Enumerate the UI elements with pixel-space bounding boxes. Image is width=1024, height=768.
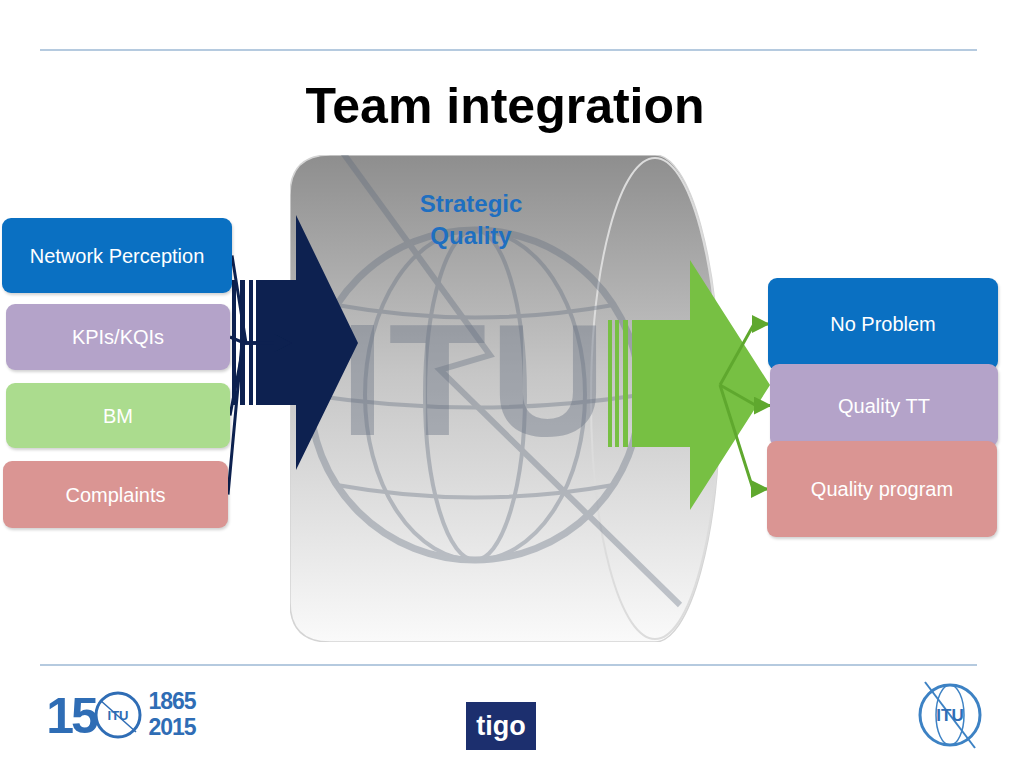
flow-connector — [720, 385, 770, 406]
flow-connector — [230, 343, 290, 416]
node-body: KPIs/KQIs — [64, 321, 172, 353]
logo-text: ITU — [98, 706, 138, 724]
box-label: KPIs/KQIs — [72, 325, 164, 349]
output-box: No Problem — [768, 278, 998, 370]
box-label: Network Perception — [30, 244, 205, 268]
flow-connector — [230, 337, 290, 343]
box-label: BM — [103, 404, 133, 428]
box-label: No Problem — [830, 312, 936, 336]
box-label: Complaints — [65, 483, 165, 507]
logo-text: 15 — [40, 688, 102, 744]
input-box: Network Perception — [2, 218, 232, 293]
tigo-logo-box — [466, 702, 536, 750]
box-label: Quality program — [811, 477, 953, 501]
logo-text: 2015 — [145, 715, 199, 740]
box-label: Quality TT — [838, 394, 930, 418]
flow-connector — [720, 385, 767, 489]
node-body: Quality program — [803, 473, 961, 505]
logo-text: ITU — [925, 704, 975, 726]
footer-rule — [40, 664, 977, 666]
header-rule — [40, 49, 977, 51]
itu-logo-ring — [96, 693, 140, 737]
flow-connector — [232, 256, 290, 344]
cylinder-body — [290, 155, 720, 642]
node-body: BM — [95, 400, 141, 432]
input-box: BM — [6, 383, 230, 448]
logo-text: tigo — [466, 702, 536, 750]
cylinder-heading: Strategic Quality — [396, 188, 546, 252]
node-body: Network Perception — [22, 240, 213, 272]
flow-connector — [228, 343, 290, 495]
globe-watermark — [310, 155, 680, 605]
input-box: Complaints — [3, 461, 228, 528]
output-box: Quality TT — [770, 364, 998, 447]
node-body: Complaints — [57, 479, 173, 511]
output-box: Quality program — [767, 441, 997, 537]
logo-text: 1865 — [145, 689, 199, 714]
itu-logo-ring — [920, 685, 980, 745]
node-body: Quality TT — [830, 390, 938, 422]
node-body: Strategic Quality — [396, 188, 546, 252]
arrow-bar — [249, 280, 253, 405]
node-body: No Problem — [822, 308, 944, 340]
arrow-bar — [232, 280, 236, 405]
input-box: KPIs/KQIs — [6, 304, 230, 370]
flow-connector — [720, 324, 768, 385]
watermark: ITU — [315, 305, 635, 455]
itu-logo-bolt — [925, 682, 975, 748]
arrow-bar — [240, 280, 245, 405]
slide-title: Team integration — [0, 74, 1010, 138]
globe-outline — [310, 230, 640, 560]
